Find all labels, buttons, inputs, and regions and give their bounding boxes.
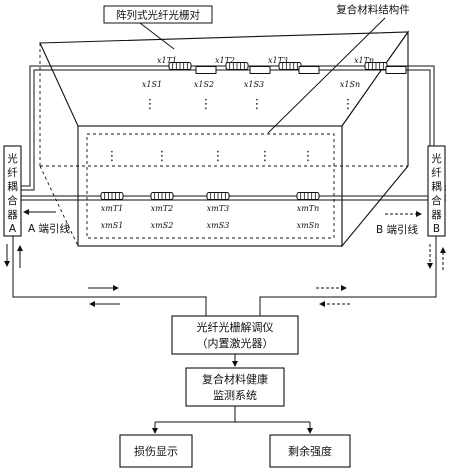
top-grating-row: x1T1 x1T2 x1T3 x1Tn x1S1 x1S2 x1S3 x1Sn [142, 56, 407, 89]
coupler-a-char: A [9, 223, 17, 235]
residual-strength-label: 剩余强度 [288, 444, 332, 458]
coupler-b-char: B [433, 223, 440, 235]
ellipsis-dots: ⋮ [200, 97, 213, 112]
monitoring-system-label-1: 复合材料健康 [202, 372, 268, 386]
ellipsis-dots: ⋮ [212, 149, 225, 164]
strain-grating [298, 66, 320, 74]
damage-display-box [119, 434, 193, 468]
coupler-a-char: 纤 [7, 166, 18, 179]
grating-label-t: x1Tn [354, 56, 374, 65]
array-pairs-label-box [103, 5, 213, 24]
ellipsis-dots: ⋮ [156, 149, 169, 164]
coupler-a-char: 合 [7, 194, 18, 207]
coupler-b-char: 合 [431, 194, 442, 207]
strain-grating [195, 66, 217, 74]
monitoring-system-label-2: 监测系统 [213, 389, 257, 402]
return-fibers [12, 236, 437, 316]
coupler-a-char: 耦 [7, 181, 18, 193]
lead-b-label: B 端引线 [376, 223, 419, 236]
grating-label-s: x1S2 [194, 80, 214, 89]
damage-display-label: 损伤显示 [134, 444, 178, 458]
grating-label-t: x1T3 [268, 56, 288, 65]
ellipsis-dots: ⋮ [106, 149, 119, 164]
demodulator-label-2: （内置激光器） [197, 336, 274, 350]
ellipsis-dots: ⋮ [259, 149, 272, 164]
dots-top-row: ⋮ ⋮ ⋮ ⋮ [144, 97, 355, 112]
composite-box [39, 30, 410, 248]
ellipsis-dots: ⋮ [302, 149, 315, 164]
coupler-a-char: 器 [7, 209, 18, 221]
coupler-a-char: 光 [7, 152, 18, 165]
demodulator-label-1: 光纤光栅解调仪 [197, 320, 274, 334]
residual-strength-box [269, 434, 351, 468]
grating-label-t: xmT3 [207, 204, 230, 213]
ellipsis-dots: ⋮ [251, 97, 264, 112]
output-branch-lines [152, 406, 313, 434]
array-pairs-label: 阵列式光纤光栅对 [116, 9, 200, 22]
box-front-face [77, 125, 343, 247]
grating-label-t: x1T2 [215, 56, 235, 65]
composite-member-pointer [267, 17, 386, 134]
grating-label-t: xmTn [297, 204, 320, 213]
demodulator-box [171, 315, 299, 355]
coupler-b-char: 光 [431, 152, 442, 165]
grating-label-t: x1T1 [157, 56, 177, 65]
array-pairs-pointer [139, 22, 175, 50]
composite-member-label: 复合材料结构件 [336, 3, 410, 16]
dots-middle-row: ⋮ ⋮ ⋮ ⋮ ⋮ [106, 149, 315, 164]
ellipsis-dots: ⋮ [144, 97, 157, 112]
grating-label-s: xmS2 [151, 221, 174, 230]
lead-a-label: A 端引线 [28, 222, 71, 235]
grating-label-t: xmT1 [101, 204, 124, 213]
coupler-b-char: 器 [431, 209, 442, 221]
grating-label-s: x1S1 [142, 80, 162, 89]
strain-grating [249, 66, 271, 74]
grating-label-s: xmS3 [207, 221, 230, 230]
grating-label-s: xmSn [297, 221, 320, 230]
grating-label-t: xmT2 [151, 204, 174, 213]
strain-grating [385, 66, 407, 74]
coupler-b-char: 耦 [431, 181, 442, 193]
grating-label-s: x1Sn [340, 80, 360, 89]
bottom-grating-row: xmT1 xmT2 xmT3 xmTn xmS1 xmS2 xmS3 xmSn [100, 192, 320, 230]
grating-label-s: xmS1 [101, 221, 124, 230]
coupler-b-char: 纤 [431, 166, 442, 179]
grating-label-s: x1S3 [244, 80, 264, 89]
ellipsis-dots: ⋮ [342, 97, 355, 112]
